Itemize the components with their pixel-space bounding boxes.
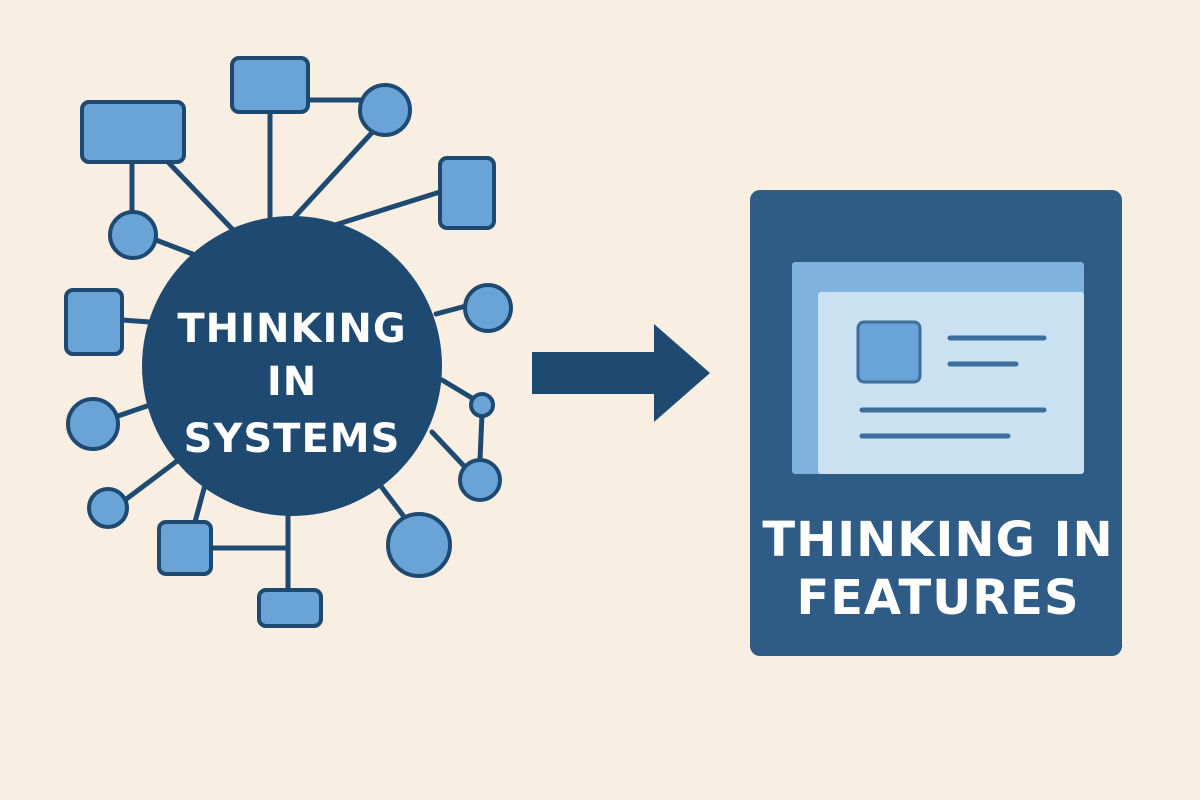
square-node — [257, 588, 323, 628]
systems-hub — [142, 216, 442, 516]
circle-node — [66, 397, 120, 451]
features-label-line-1: THINKING IN — [762, 512, 1113, 568]
window-front — [818, 292, 1084, 474]
network-connectors — [115, 97, 485, 595]
app-window-icon — [792, 262, 1084, 474]
systems-label-line-3: SYSTEMS — [184, 416, 401, 462]
circle-node — [358, 83, 412, 137]
square-node — [438, 156, 496, 230]
circle-node — [386, 512, 452, 578]
systems-label-line-2: IN — [267, 359, 317, 405]
right-arrow-icon — [532, 324, 710, 422]
circle-node — [458, 458, 502, 502]
connector-line — [332, 189, 443, 228]
connector-line — [287, 123, 381, 225]
connector-line — [122, 452, 188, 503]
network-hub-icon: THINKING IN SYSTEMS — [142, 216, 442, 516]
square-node — [157, 520, 213, 576]
square-node — [230, 56, 310, 114]
connector-line — [377, 482, 408, 521]
connector-line — [153, 237, 198, 258]
features-label-line-2: FEATURES — [796, 570, 1079, 626]
connector-line — [192, 482, 208, 525]
connector-line — [439, 377, 475, 401]
connector-line — [119, 317, 153, 325]
connector-line — [115, 402, 153, 419]
systems-label-line-1: THINKING — [177, 306, 406, 352]
circle-node — [108, 210, 158, 260]
circle-node — [87, 487, 129, 529]
connector-line — [433, 303, 469, 317]
features-card: THINKING IN FEATURES — [750, 190, 1122, 656]
circle-node — [463, 283, 513, 333]
circle-node — [469, 392, 495, 418]
network-nodes — [64, 56, 513, 628]
connector-line — [477, 411, 485, 463]
window-thumbnail — [856, 320, 922, 384]
connector-line — [165, 159, 238, 235]
arrow-head — [654, 324, 710, 422]
arrow-shaft — [532, 352, 658, 394]
connector-line — [429, 429, 467, 469]
square-node — [80, 100, 186, 164]
square-node — [64, 288, 124, 356]
